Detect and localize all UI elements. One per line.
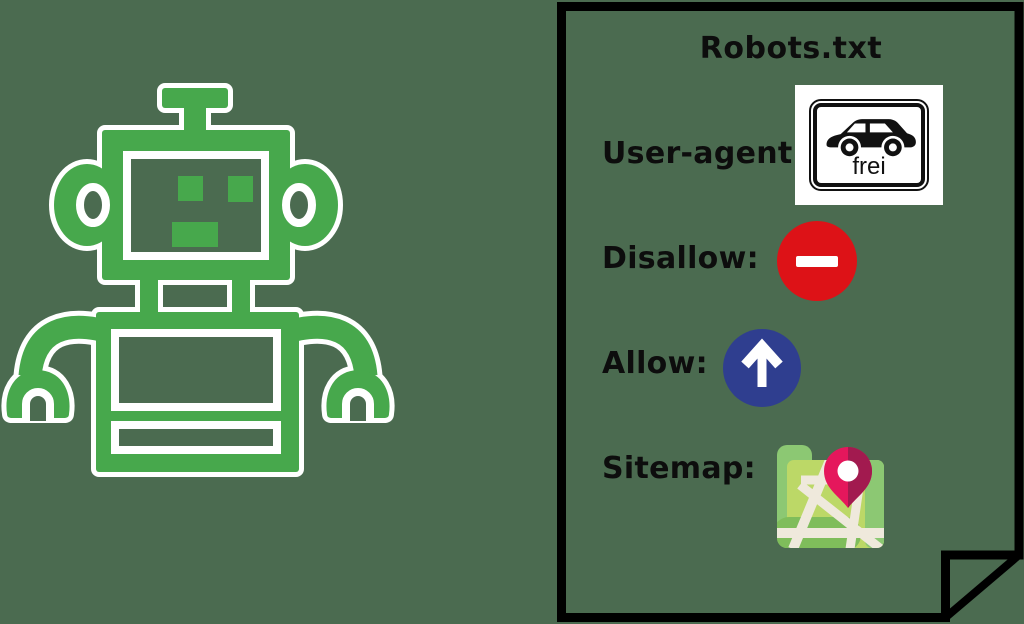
robot-mouth: [172, 222, 218, 247]
robot-left-ear-hole: [76, 183, 110, 227]
robot-left-eye: [178, 176, 203, 201]
map-location-icon: [777, 445, 884, 548]
cars-permitted-frei-sign-icon: frei: [809, 99, 929, 191]
robot-right-ear-hole: [282, 183, 316, 227]
up-arrow-sign-icon: [723, 329, 801, 407]
robot-antenna-bar: [162, 88, 228, 108]
robot-face: [172, 176, 253, 247]
page-folded-corner-crease: [942, 551, 1022, 621]
frei-sign-face: frei: [813, 103, 925, 187]
page-title: Robots.txt: [699, 31, 883, 66]
robot-antenna-stem: [184, 98, 206, 140]
no-entry-sign-icon: [777, 221, 857, 301]
robot-chest-panel: [111, 329, 281, 411]
label-user-agent: User-agent:: [602, 136, 805, 171]
up-arrow-glyph: [741, 338, 783, 387]
frei-sign-text: frei: [852, 153, 886, 180]
label-sitemap: Sitemap:: [602, 451, 756, 486]
car-silhouette-icon: [826, 119, 916, 157]
green-outline-robot: [1, 83, 395, 477]
robot-left-claw-notch: [22, 388, 54, 421]
robot-cutouts-layer: [22, 151, 374, 454]
no-entry-minus-bar: [796, 255, 838, 267]
robot-right-claw-notch: [342, 388, 374, 421]
frei-sign-background: frei: [795, 85, 943, 205]
robot-right-eye: [228, 176, 253, 202]
label-allow: Allow:: [602, 346, 708, 381]
page-border: [557, 2, 1024, 622]
robot-belt-panel: [111, 421, 281, 454]
label-disallow: Disallow:: [602, 241, 759, 276]
location-pin-hub: [837, 460, 859, 482]
map-right-band: [865, 460, 884, 548]
